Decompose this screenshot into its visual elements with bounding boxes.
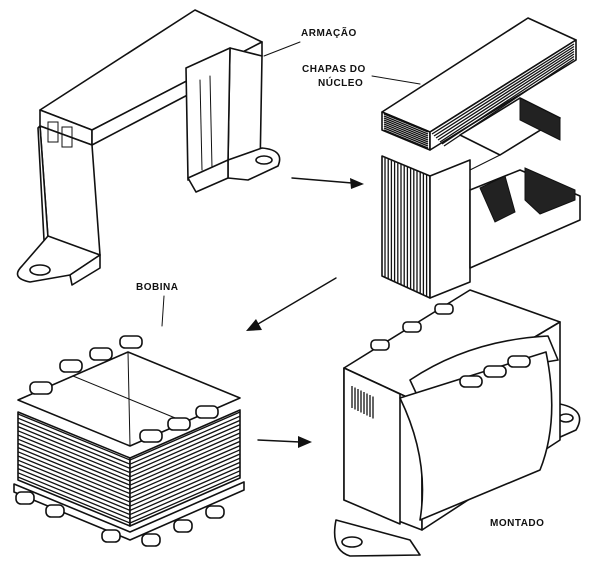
winding-line	[17, 440, 241, 491]
label-assembled: MONTADO	[490, 518, 544, 529]
assembled-stud	[402, 321, 422, 333]
label-coil: BOBINA	[136, 282, 178, 293]
coil-bottom-tab	[173, 519, 193, 533]
label-core-line2: NÚCLEO	[318, 76, 363, 89]
coil-tab	[119, 335, 143, 349]
arrow-coil-to-assembled	[257, 436, 312, 448]
lamination-line	[383, 113, 429, 133]
lamination-line	[433, 45, 575, 137]
lamination-line	[383, 117, 429, 137]
label-frame: ARMAÇÃO	[301, 26, 357, 39]
assembled-stud	[370, 339, 390, 351]
lamination-line	[431, 43, 575, 135]
winding-line	[17, 466, 241, 516]
lamination-line	[383, 127, 429, 147]
coil-bottom-tab	[101, 529, 121, 543]
winding-line	[17, 411, 241, 461]
coil-tab	[167, 417, 191, 431]
assembled-coil-tab	[507, 355, 531, 368]
lamination-line	[383, 125, 429, 145]
winding-line	[17, 453, 241, 503]
leader-coil	[161, 295, 165, 327]
leader-frame	[263, 41, 301, 57]
lamination-line	[383, 123, 429, 143]
coil-bottom-tab	[15, 491, 35, 505]
arrow-frame-to-core	[291, 177, 364, 189]
lamination-line	[441, 55, 575, 145]
assembled-stud	[434, 303, 454, 315]
winding-line	[17, 461, 241, 512]
coil-tab	[59, 359, 83, 373]
coil-tab	[29, 381, 53, 395]
coil-bottom-tab	[141, 533, 161, 547]
lamination-line	[383, 119, 429, 139]
lamination-line	[383, 115, 429, 135]
lamination-line	[383, 121, 429, 141]
winding-line	[17, 470, 241, 520]
winding-line	[17, 419, 241, 470]
coil-tab	[89, 347, 113, 361]
coil-bottom-tab	[45, 504, 65, 518]
assembled-coil-tab	[459, 375, 483, 388]
winding-line	[17, 432, 241, 482]
core-laminations-part	[381, 17, 581, 299]
lamination-line	[439, 53, 575, 143]
coil-tab	[139, 429, 163, 443]
winding-line	[17, 436, 241, 486]
winding-line	[17, 428, 241, 478]
winding-line	[17, 474, 241, 524]
winding-line	[17, 424, 241, 474]
lamination-line	[435, 48, 575, 139]
label-core-line1: CHAPAS DO	[302, 64, 366, 75]
lamination-line	[383, 129, 429, 149]
arrow-core-to-coil	[246, 277, 337, 331]
winding-line	[17, 457, 241, 507]
coil-bottom-tab	[205, 505, 225, 519]
winding-line	[17, 445, 241, 495]
assembled-coil-tab	[483, 365, 507, 378]
coil-part	[13, 335, 245, 547]
coil-tab	[195, 405, 219, 419]
frame-part	[16, 9, 281, 286]
assembled-part	[333, 289, 581, 557]
winding-line	[17, 449, 241, 499]
lamination-line	[437, 50, 575, 141]
winding-line	[17, 415, 241, 465]
leader-core	[371, 75, 421, 85]
